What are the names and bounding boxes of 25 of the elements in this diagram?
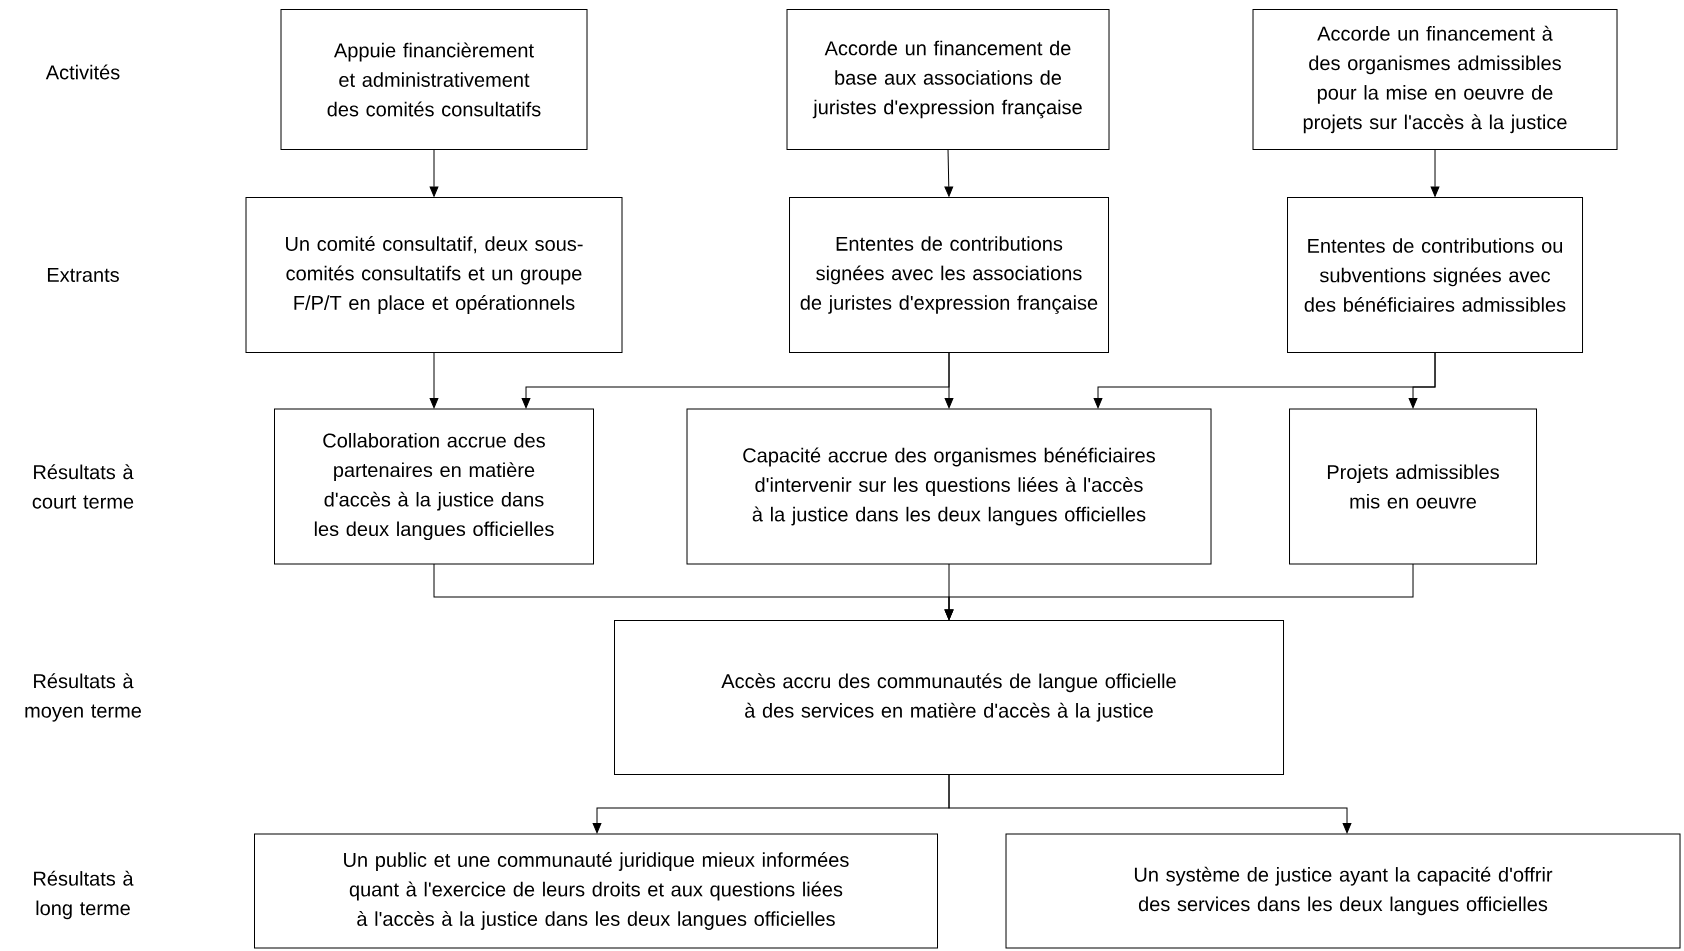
arrow — [948, 774, 1352, 834]
process-box: Accorde un financement de base aux associations de juristes d'expression française — [786, 9, 1110, 150]
process-box: Accorde un financement à des organismes admissibles pour la mise en oeuvre de projets sur l'accès à la justice — [1252, 9, 1618, 150]
row-label: Résultats à long terme — [34, 870, 134, 920]
process-box: Capacité accrue des organismes bénéficiaires d'intervenir sur les questions liées à l'accès à la justice dans les deux langues officielles — [686, 408, 1212, 565]
process-box: Accès accru des communautés de langue officielle à des services en matière d'accès à la justice — [614, 620, 1284, 775]
process-box: Ententes de contributions signées avec les associations de juristes d'expression française — [789, 197, 1109, 353]
process-box: Ententes de contributions ou subventions signées avec des bénéficiaires admissibles — [1287, 197, 1583, 353]
process-box: Appuie financièrement et administrativement des comités consultatifs — [280, 9, 588, 150]
arrow — [1430, 149, 1440, 197]
process-box: Collaboration accrue des partenaires en matière d'accès à la justice dans les deux langues officielles — [274, 408, 594, 565]
process-box: Un système de justice ayant la capacité d'offrir des services dans les deux langues officielles — [1005, 833, 1681, 949]
arrow — [1408, 352, 1436, 409]
row-label: Résultats à court terme — [32, 464, 134, 509]
arrow — [429, 149, 439, 197]
row-label: Extrants — [47, 268, 119, 282]
arrow — [944, 352, 954, 409]
row-label: Résultats à moyen terme — [25, 673, 141, 722]
arrow — [429, 352, 439, 409]
arrow — [944, 563, 1414, 620]
process-box: Un public et une communauté juridique mieux informées quant à l'exercice de leurs droits et aux questions liées à l'accès à la justice dans les deux langues officielles — [254, 833, 938, 949]
process-box: Un comité consultatif, deux sous-comités consultatifs et un groupe F/P/T en place et opérationnels — [245, 197, 623, 353]
process-box: Projets admissibles mis en oeuvre — [1289, 408, 1537, 565]
row-label: Activités — [45, 64, 120, 80]
arrow — [944, 149, 954, 197]
